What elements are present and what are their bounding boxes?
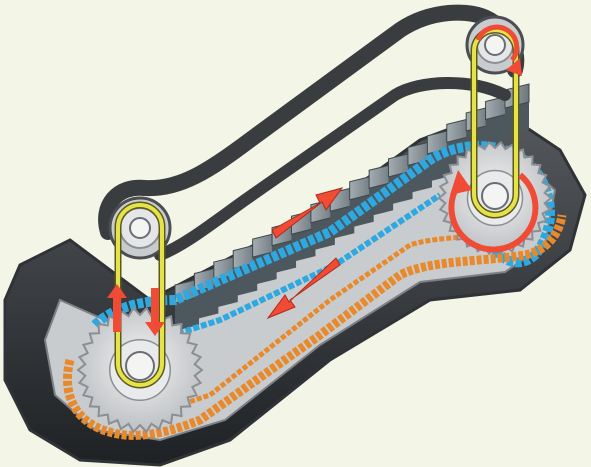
direction-arrows (107, 24, 539, 336)
drive-link-top (470, 26, 520, 219)
arrow-top-gear-rotate (448, 172, 539, 253)
arrow-top-gear-head (450, 170, 472, 195)
arrow-bottom-link-down (145, 288, 165, 336)
arrow-bottom-link-up (107, 284, 127, 332)
arrow-up-incline (271, 187, 344, 239)
arrow-down-incline (266, 257, 341, 320)
arrow-top-pulley-head (506, 58, 522, 76)
arrow-top-pulley-rotate (475, 24, 520, 62)
